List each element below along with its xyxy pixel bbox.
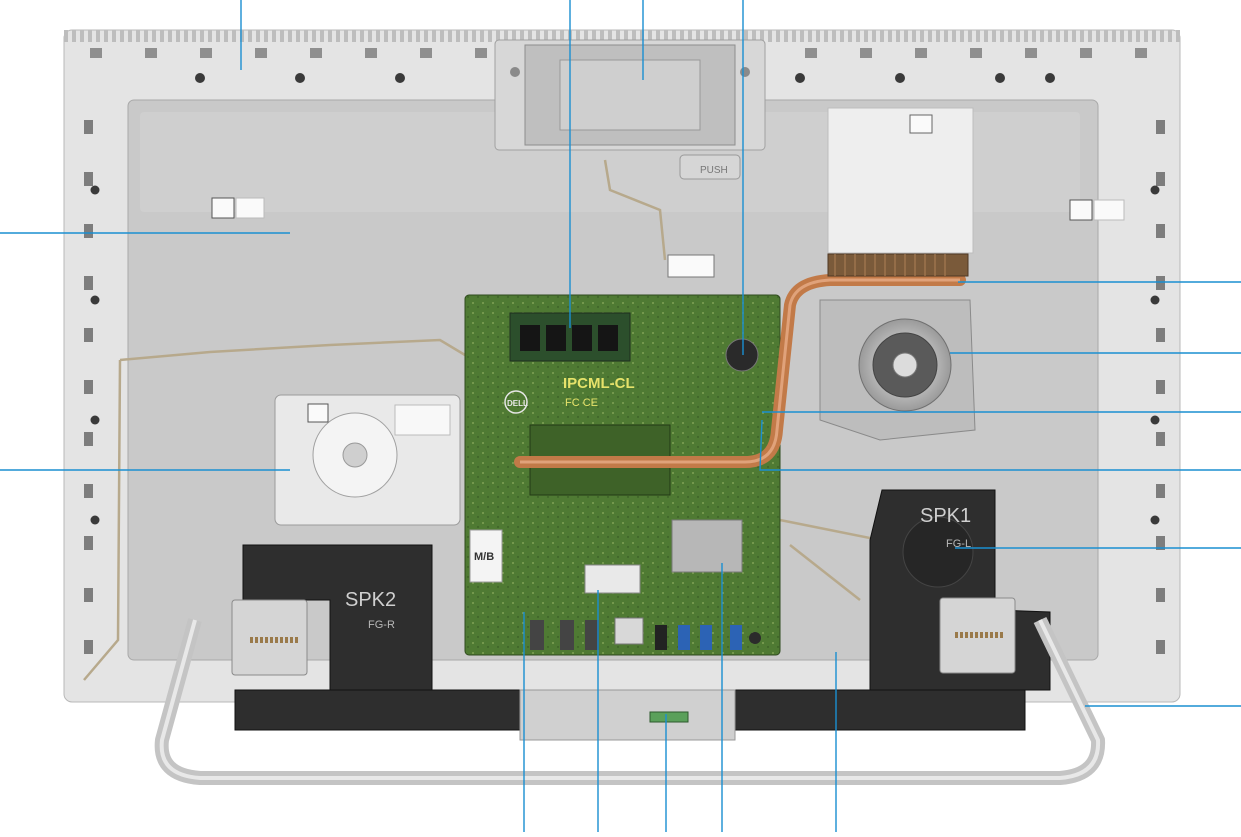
mount-slot xyxy=(84,172,93,186)
stand-bracket: PUSH xyxy=(494,39,766,180)
mount-slot xyxy=(1156,536,1165,550)
mount-slot xyxy=(200,48,212,58)
qr-label-icon xyxy=(1069,199,1093,221)
screw-icon xyxy=(195,73,205,83)
screw-icon xyxy=(1150,185,1160,195)
mount-slot xyxy=(1156,380,1165,394)
mount-slot xyxy=(1156,588,1165,602)
qr-label-icon xyxy=(909,114,933,134)
qr-label-icon xyxy=(307,403,329,423)
screw-icon xyxy=(1150,515,1160,525)
dell-logo-icon xyxy=(504,390,528,414)
hard-drive xyxy=(274,394,461,526)
speaker-left-code: FG-R xyxy=(368,619,395,631)
mount-slot xyxy=(860,48,872,58)
mount-slot xyxy=(84,640,93,654)
mount-slot xyxy=(1156,224,1165,238)
cert-marks: FC CE xyxy=(565,397,598,409)
mount-slot xyxy=(1156,276,1165,290)
mount-slot xyxy=(1156,172,1165,186)
screw-icon xyxy=(90,295,100,305)
mount-slot xyxy=(84,120,93,134)
wireless-card xyxy=(671,519,743,573)
chipset-marking: IPCML-CL xyxy=(563,375,635,392)
system-board: IPCML-CL DELL FC CE M/B xyxy=(464,294,781,656)
mount-slot xyxy=(1080,48,1092,58)
mount-slot xyxy=(1156,640,1165,654)
mount-slot xyxy=(90,48,102,58)
mount-slot xyxy=(1025,48,1037,58)
mount-slot xyxy=(1156,432,1165,446)
mount-slot xyxy=(970,48,982,58)
bottom-bracket xyxy=(519,689,736,741)
mount-slot xyxy=(84,588,93,602)
mount-slot xyxy=(84,224,93,238)
speaker-left-name: SPK2 xyxy=(345,589,396,611)
mount-slot xyxy=(84,276,93,290)
screw-icon xyxy=(1150,415,1160,425)
mount-slot xyxy=(1156,328,1165,342)
antenna-bracket xyxy=(827,107,974,254)
screw-icon xyxy=(995,73,1005,83)
mb-sticker: M/B xyxy=(474,551,494,563)
mount-slot xyxy=(805,48,817,58)
screw-icon xyxy=(740,67,750,77)
screw-icon xyxy=(1045,73,1055,83)
mount-slot xyxy=(915,48,927,58)
coin-cell-battery xyxy=(725,338,759,372)
mount-slot xyxy=(420,48,432,58)
screw-icon xyxy=(795,73,805,83)
mount-slot xyxy=(84,484,93,498)
mount-slot xyxy=(475,48,487,58)
qr-label-icon xyxy=(667,254,715,278)
mount-slot xyxy=(310,48,322,58)
hinges xyxy=(231,597,1016,676)
screw-icon xyxy=(90,515,100,525)
mount-slot xyxy=(145,48,157,58)
screw-icon xyxy=(90,185,100,195)
screw-icon xyxy=(395,73,405,83)
mount-slot xyxy=(84,432,93,446)
mount-slot xyxy=(84,536,93,550)
screw-icon xyxy=(90,415,100,425)
callout-line xyxy=(759,419,1241,471)
screw-icon xyxy=(1150,295,1160,305)
push-label: PUSH xyxy=(700,165,728,176)
speaker-right-code: FG-L xyxy=(946,538,971,550)
qr-label-icon xyxy=(211,197,235,219)
mount-slot xyxy=(1156,120,1165,134)
screw-icon xyxy=(895,73,905,83)
mount-slot xyxy=(84,380,93,394)
mount-slot xyxy=(84,328,93,342)
mount-slot xyxy=(1156,484,1165,498)
io-ports xyxy=(530,617,761,650)
speaker-left: SPK2 FG-R xyxy=(234,544,526,731)
mount-slot xyxy=(365,48,377,58)
stand xyxy=(154,616,1106,785)
product-labels xyxy=(211,197,1125,278)
fan xyxy=(819,299,976,441)
speaker-right-name: SPK1 xyxy=(920,505,971,527)
mount-slot xyxy=(1135,48,1147,58)
screw-icon xyxy=(510,67,520,77)
screw-icon xyxy=(295,73,305,83)
mount-slot xyxy=(255,48,267,58)
brand-marking: DELL xyxy=(507,399,528,408)
solid-state-drive xyxy=(584,564,641,594)
heat-sink xyxy=(514,253,969,468)
cables xyxy=(83,159,892,681)
